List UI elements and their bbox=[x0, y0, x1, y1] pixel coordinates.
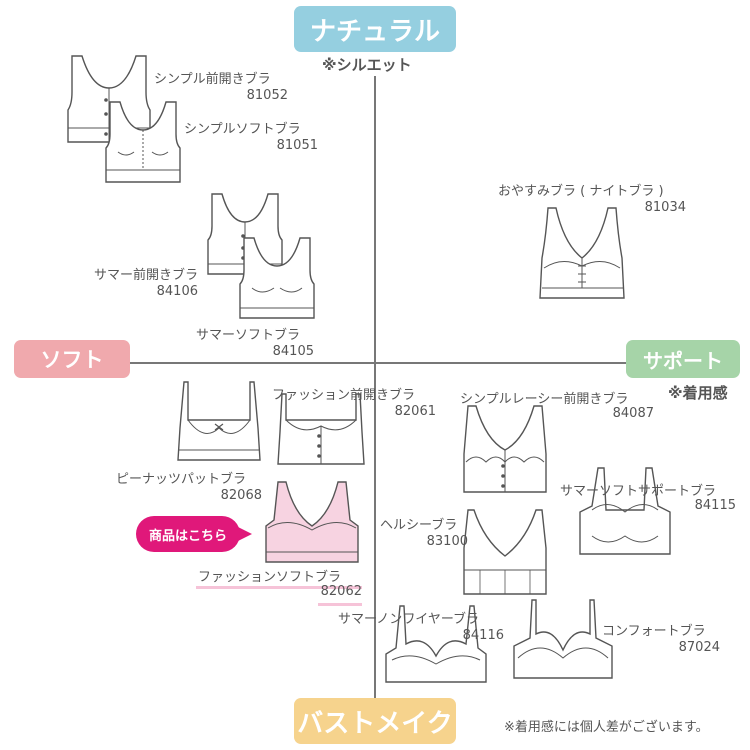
product-name-84106: サマー前開きブラ bbox=[93, 268, 198, 283]
axis-label-support: サポート bbox=[626, 340, 740, 378]
product-code-84105: 84105 bbox=[272, 344, 314, 359]
bra-84087-illustration bbox=[463, 405, 547, 493]
product-code-84116: 84116 bbox=[462, 628, 504, 643]
product-code-82062[interactable]: 82062 bbox=[320, 584, 362, 599]
product-code-84115: 84115 bbox=[694, 498, 736, 513]
product-name-82062[interactable]: ファッションソフトブラ bbox=[198, 570, 342, 585]
axis-note-fit: ※着用感 bbox=[668, 384, 728, 402]
highlight-underline bbox=[196, 586, 362, 589]
horizontal-axis bbox=[130, 362, 626, 364]
bra-84105-illustration bbox=[239, 237, 315, 319]
bra-82068-illustration bbox=[177, 381, 261, 461]
bra-84116-illustration bbox=[385, 605, 487, 683]
bra-81051-illustration bbox=[105, 101, 181, 183]
product-name-82068: ピーナッツパットブラ bbox=[116, 472, 247, 487]
product-name-81052: シンプル前開きブラ bbox=[154, 72, 271, 87]
axis-label-natural: ナチュラル bbox=[294, 6, 456, 52]
footnote: ※着用感には個人差がございます。 bbox=[504, 720, 709, 735]
bra-84115-illustration bbox=[579, 467, 671, 555]
bra-87024-illustration bbox=[513, 599, 613, 679]
product-code-81052: 81052 bbox=[246, 88, 288, 103]
axis-note-silhouette: ※シルエット bbox=[322, 56, 412, 74]
product-code-82061: 82061 bbox=[394, 404, 436, 419]
axis-label-bust-make: バストメイク bbox=[294, 698, 456, 744]
product-code-83100: 83100 bbox=[426, 534, 468, 549]
product-code-84106: 84106 bbox=[156, 284, 198, 299]
bra-83100-illustration bbox=[463, 509, 547, 595]
product-code-81034: 81034 bbox=[644, 200, 686, 215]
bra-81052-illustration bbox=[67, 55, 151, 143]
bra-82061-illustration bbox=[277, 393, 365, 465]
product-name-82061: ファッション前開きブラ bbox=[272, 388, 416, 403]
product-name-83100: ヘルシーブラ bbox=[380, 518, 458, 533]
product-callout[interactable]: 商品はこちら bbox=[136, 516, 252, 552]
product-name-81051: シンプルソフトブラ bbox=[184, 122, 301, 137]
bra-82062-illustration bbox=[265, 481, 359, 563]
product-name-84115: サマーソフトサポートブラ bbox=[560, 484, 717, 499]
highlight-underline-code bbox=[318, 603, 362, 606]
product-name-84087: シンプルレーシー前開きブラ bbox=[460, 392, 629, 407]
product-name-81034: おやすみブラ ( ナイトブラ ) bbox=[498, 184, 664, 199]
vertical-axis bbox=[374, 76, 376, 698]
product-code-87024: 87024 bbox=[678, 640, 720, 655]
product-name-87024: コンフォートブラ bbox=[602, 624, 706, 639]
product-name-84116: サマーノンワイヤーブラ bbox=[338, 612, 480, 627]
bra-81034-illustration bbox=[539, 207, 625, 299]
product-code-82068: 82068 bbox=[220, 488, 262, 503]
axis-label-soft: ソフト bbox=[14, 340, 130, 378]
product-code-84087: 84087 bbox=[612, 406, 654, 421]
product-name-84105: サマーソフトブラ bbox=[196, 328, 301, 343]
product-code-81051: 81051 bbox=[276, 138, 318, 153]
